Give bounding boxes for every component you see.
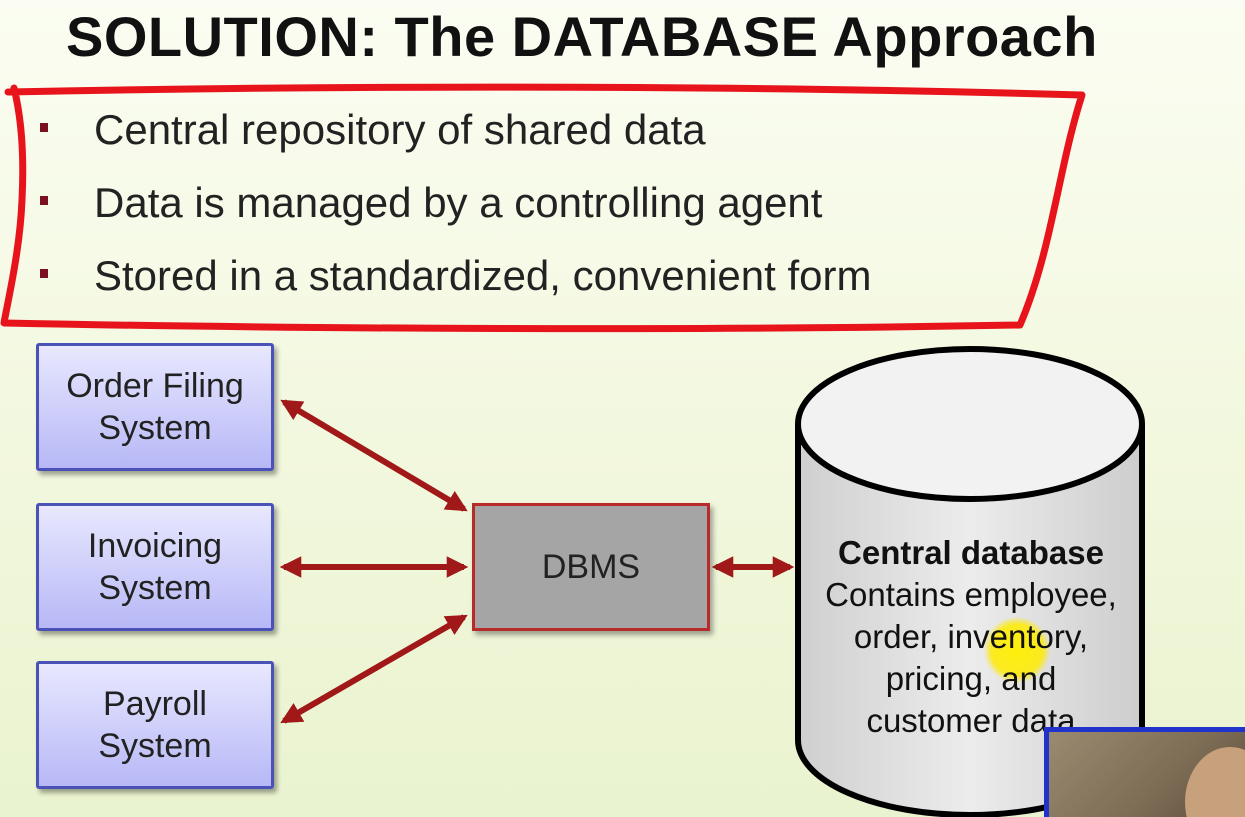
bullet-list: Central repository of shared data Data i…	[40, 104, 871, 323]
system-label-line1: Payroll	[103, 685, 207, 723]
bullet-text: Central repository of shared data	[94, 106, 706, 153]
dbms-label: DBMS	[541, 547, 641, 586]
presenter-face	[1185, 747, 1245, 817]
invoicing-system-box: Invoicing System	[36, 503, 274, 631]
system-label-line1: Order Filing	[66, 367, 244, 405]
database-line: Contains employee,	[825, 576, 1117, 613]
system-label-line2: System	[98, 727, 212, 765]
dbms-box: DBMS	[472, 503, 710, 631]
payroll-system-box: Payroll System	[36, 661, 274, 789]
bullet-item: Stored in a standardized, convenient for…	[40, 250, 871, 323]
square-bullet-icon	[40, 269, 48, 278]
system-label-line2: System	[98, 569, 212, 607]
square-bullet-icon	[40, 196, 48, 205]
database-text: Central database Contains employee, orde…	[800, 532, 1142, 742]
order-filing-system-box: Order Filing System	[36, 343, 274, 471]
database-title: Central database	[838, 534, 1104, 571]
bullet-text: Data is managed by a controlling agent	[94, 179, 823, 226]
order-dbms-arrow	[280, 399, 468, 512]
database-cylinder	[795, 346, 1145, 817]
bullet-text: Stored in a standardized, convenient for…	[94, 252, 872, 299]
mouse-cursor-icon	[984, 617, 1050, 683]
annotation-outline	[0, 83, 1086, 333]
bullet-item: Data is managed by a controlling agent	[40, 177, 871, 250]
square-bullet-icon	[40, 123, 48, 132]
system-label-line1: Invoicing	[87, 527, 223, 565]
bullet-item: Central repository of shared data	[40, 104, 871, 177]
database-line: order, inventory,	[853, 618, 1089, 655]
database-line: customer data	[866, 702, 1076, 739]
system-label-line2: System	[98, 409, 212, 447]
payroll-dbms-arrow	[280, 614, 468, 724]
slide-title: SOLUTION: The DATABASE Approach	[66, 5, 1098, 68]
webcam-overlay	[1044, 727, 1245, 817]
database-line: pricing, and	[885, 660, 1057, 697]
